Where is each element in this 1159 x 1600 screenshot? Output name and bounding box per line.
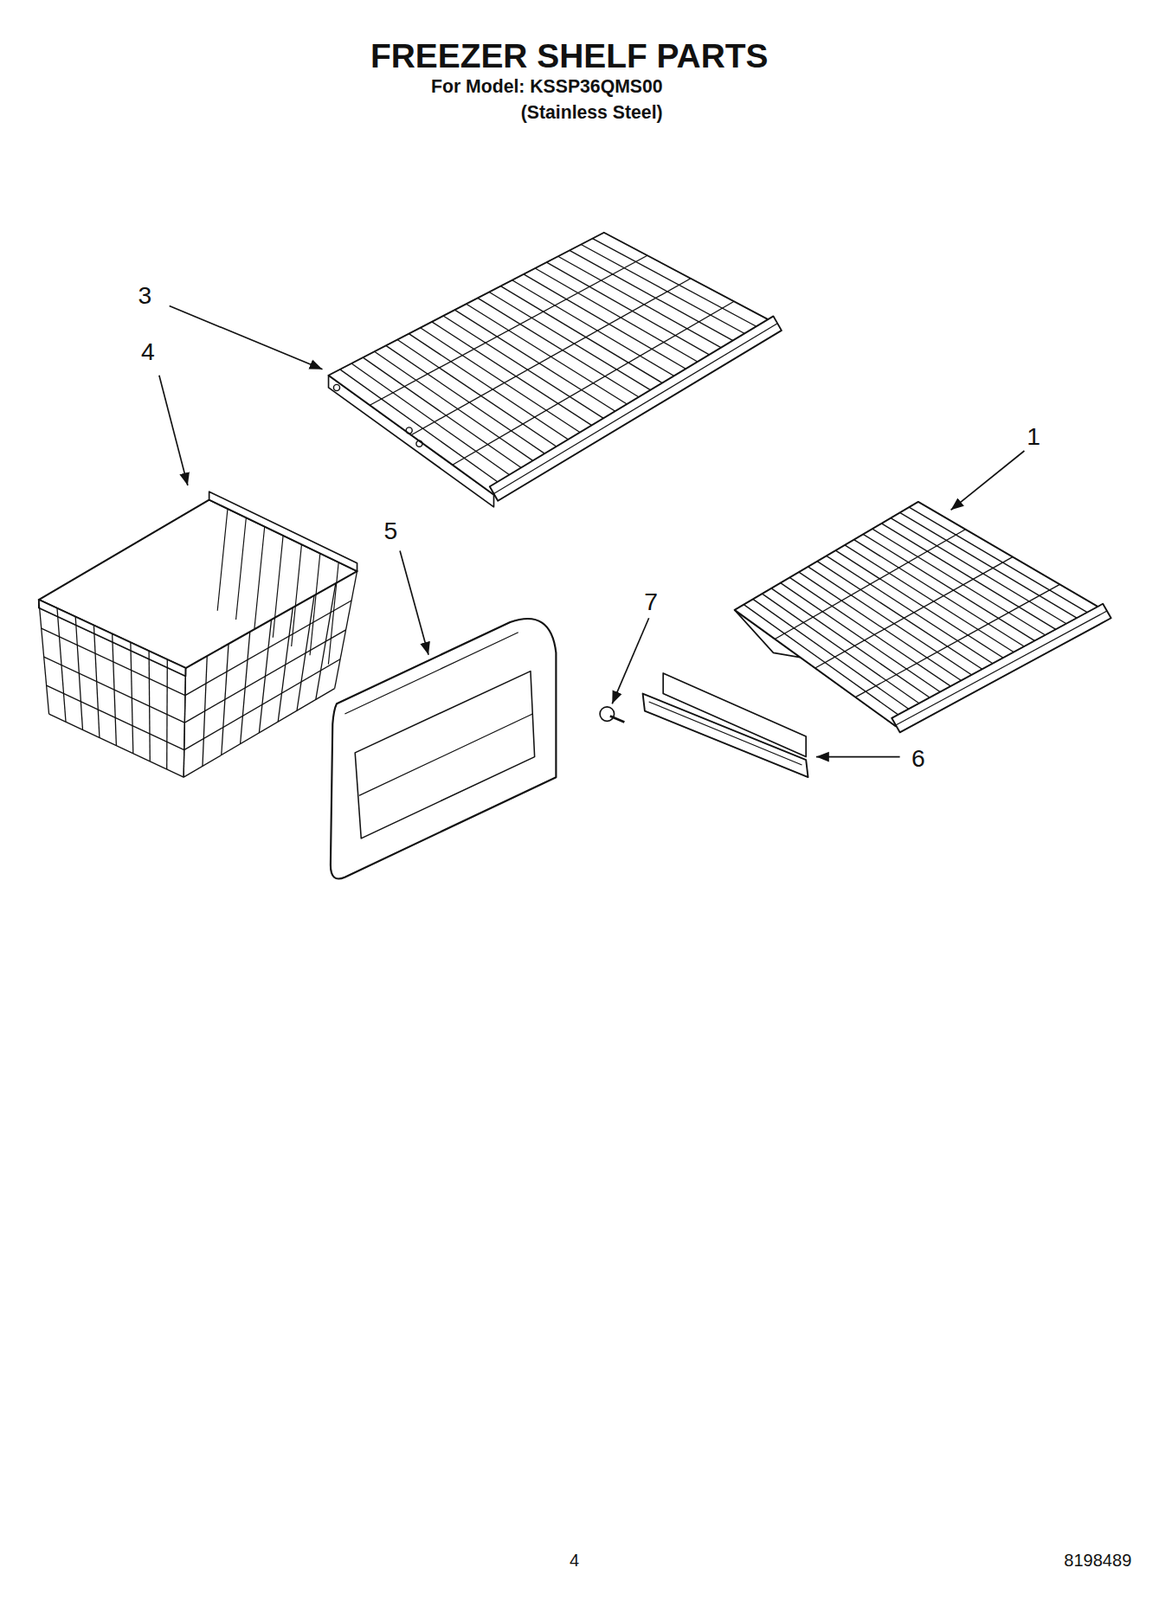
basket-wire [183,688,335,779]
shelf-rail [895,611,1108,726]
basket-wire [49,714,185,778]
panel-line [359,714,533,796]
shelf-wire [774,529,966,640]
leader-line [611,618,649,704]
bracket-bar [643,694,809,779]
basket-wire [309,553,321,656]
mount-hole [333,384,340,391]
callout-number: 3 [138,282,153,310]
shelf-frame [734,502,1108,727]
shelf-rail [493,323,778,495]
basket-wire [46,685,185,751]
mount-hole [416,440,423,447]
basket-wire [236,517,247,620]
basket-wire [185,600,352,696]
leader-line [951,450,1025,510]
basket-wire [184,630,346,723]
front-panel [330,618,556,879]
callout-number: 7 [643,588,658,616]
screw-shank [610,715,625,722]
diagram-title: FREEZER SHELF PARTS [370,37,769,75]
callout-number: 6 [911,745,926,773]
basket-wire [184,659,341,751]
basket-wire [254,527,265,630]
leader-line [169,306,323,370]
basket-rim [38,500,358,669]
basket-wire [291,544,303,647]
leader-line [816,756,901,759]
shelf-rail [891,604,1111,734]
model-finish: (Stainless Steel) [521,103,664,123]
basket-wire [44,656,186,723]
basket-wire [217,508,228,612]
shelf-wire [815,557,1013,669]
screw-head [599,707,615,722]
leader-line [399,550,429,655]
shelf-wire [369,255,648,406]
shelf-wire [855,584,1060,697]
basket-rim [209,491,358,572]
shelf-rail [489,315,782,501]
basket-wire [272,535,284,638]
panel-line [344,632,518,715]
model-number: For Model: KSSP36QMS00 [431,77,664,98]
bracket-line [649,701,803,766]
basket-wire [41,628,186,696]
page-number: 4 [569,1552,580,1572]
document-number: 8198489 [1063,1552,1132,1572]
leader-line [159,375,188,486]
callout-number: 5 [384,518,399,546]
basket-wire [328,562,339,665]
mount-hole [405,427,413,434]
shelf-wire [411,278,691,436]
callout-number: 4 [141,338,155,366]
callout-number: 1 [1026,423,1041,451]
